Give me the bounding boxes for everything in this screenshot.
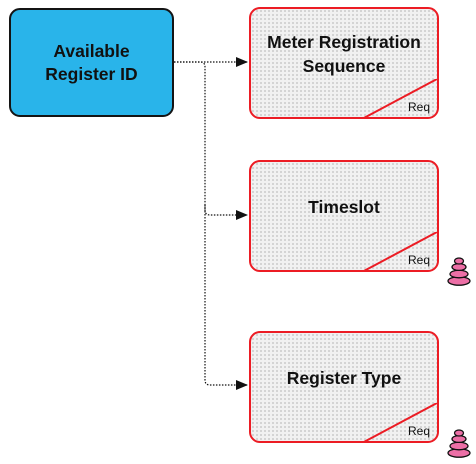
stacked-records-icon bbox=[447, 429, 471, 458]
timeslot-label: Timeslot bbox=[308, 197, 380, 217]
register-type-label: Register Type bbox=[286, 368, 402, 388]
available-register-id-label: Available Register ID bbox=[45, 40, 138, 84]
required-tag: Req bbox=[407, 100, 430, 114]
meter-registration-sequence-node[interactable]: Meter Registration Sequence Req bbox=[249, 7, 439, 119]
connector-to-timeslot bbox=[174, 61, 248, 220]
required-corner-mark bbox=[363, 232, 437, 270]
required-corner-mark bbox=[363, 403, 437, 441]
meter-registration-sequence-label: Meter Registration Sequence bbox=[267, 32, 421, 76]
connector-to-register-type bbox=[204, 205, 248, 390]
required-tag: Req bbox=[407, 424, 430, 438]
register-type-node[interactable]: Register Type Req bbox=[249, 331, 439, 443]
timeslot-node[interactable]: Timeslot Req bbox=[249, 160, 439, 272]
stacked-records-icon bbox=[447, 257, 471, 286]
required-tag: Req bbox=[407, 253, 430, 267]
available-register-id-node[interactable]: Available Register ID bbox=[9, 8, 174, 117]
required-corner-mark bbox=[363, 79, 437, 117]
